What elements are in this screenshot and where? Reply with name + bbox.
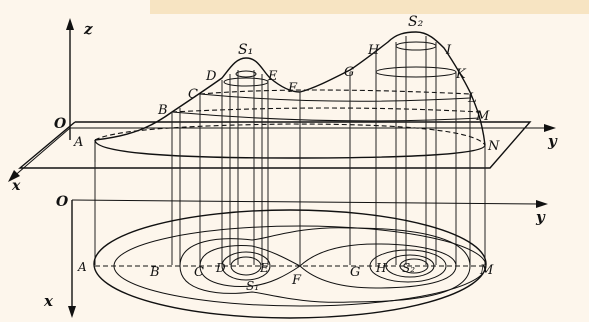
- label-A: A: [73, 135, 83, 150]
- contour-s1-mid: [221, 251, 271, 281]
- label-S1: S₁: [238, 42, 253, 58]
- label-D: D: [205, 69, 217, 84]
- level-section-s2-top: [395, 41, 437, 51]
- label-L: L: [467, 91, 477, 106]
- surface-profile: [94, 31, 486, 146]
- z-axis-arrow: [66, 18, 74, 30]
- plan-label-D: D: [215, 261, 226, 275]
- x-axis-label-3d: x: [11, 178, 21, 194]
- level-section-s1-top: [235, 70, 257, 78]
- label-E: E: [267, 69, 278, 84]
- plan-label-A: A: [77, 260, 87, 274]
- level-section-common: [199, 89, 471, 95]
- label-N: N: [487, 139, 500, 154]
- label-C: C: [188, 87, 198, 102]
- plan-label-F: F: [291, 273, 302, 288]
- z-axis-label: z: [83, 20, 93, 38]
- label-H: H: [367, 43, 380, 58]
- xy-plane: [18, 121, 532, 169]
- level-section-s2-mid: [375, 66, 457, 78]
- projection-lines: [94, 36, 486, 265]
- label-M: M: [475, 109, 490, 124]
- plan-label-M: M: [479, 263, 494, 278]
- label-G: G: [344, 65, 354, 80]
- y-axis-label-3d: y: [547, 132, 558, 150]
- plan-point-labels: A B C D E F S₁ G H S₂ M: [77, 260, 494, 293]
- plan-label-B: B: [149, 265, 160, 280]
- x-axis-arrow-3d: [8, 170, 20, 182]
- level-section-low-front: [171, 111, 481, 122]
- label-K: K: [455, 67, 467, 82]
- surface-base-front: [94, 139, 486, 159]
- x-axis-3d: [11, 127, 71, 179]
- header-strip: [150, 0, 589, 14]
- plan-label-C: C: [194, 265, 204, 280]
- level-section-s1-mid: [223, 77, 269, 87]
- plan-label-S1: S₁: [246, 279, 259, 293]
- plan-label-H: H: [375, 261, 387, 275]
- plan-label-S2: S₂: [402, 261, 415, 275]
- level-section-low: [171, 107, 481, 113]
- contour-level-c: [179, 227, 471, 303]
- surface-base-back: [94, 123, 486, 146]
- level-section-common-front: [199, 93, 471, 102]
- y-axis-arrow-3d: [544, 124, 556, 132]
- label-S2: S₂: [408, 14, 424, 30]
- plan-label-E: E: [259, 261, 269, 275]
- surface-point-labels: A B C D S₁ E F G H S₂ I K L M N: [73, 14, 500, 154]
- label-B: B: [157, 103, 168, 118]
- plan-origin-label: O: [56, 194, 69, 210]
- plan-y-axis: [71, 199, 541, 205]
- plan-x-axis-label: x: [43, 292, 54, 310]
- plan-y-axis-label: y: [535, 208, 546, 226]
- plan-y-axis-arrow: [536, 200, 548, 208]
- plan-label-G: G: [350, 265, 360, 280]
- origin-label-3d: O: [54, 116, 67, 132]
- label-F: F: [287, 81, 298, 96]
- plan-x-axis-arrow: [68, 306, 76, 318]
- label-I: I: [445, 43, 452, 58]
